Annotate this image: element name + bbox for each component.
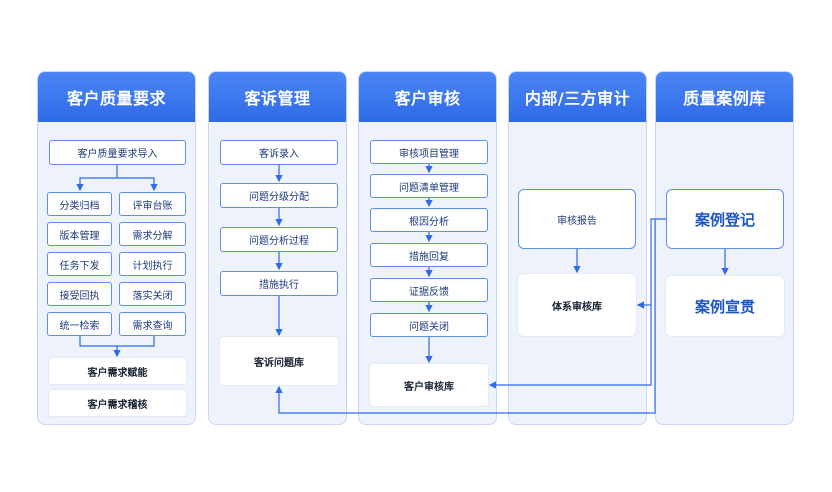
grid-item[interactable]: 统一检索 bbox=[47, 312, 112, 336]
step-box[interactable]: 根因分析 bbox=[370, 208, 488, 232]
step-box[interactable]: 客诉录入 bbox=[220, 140, 338, 165]
grid-item[interactable]: 接受回执 bbox=[47, 282, 112, 306]
case-publicize-box[interactable]: 案例宣贯 bbox=[666, 276, 784, 336]
case-register-box[interactable]: 案例登记 bbox=[666, 189, 784, 249]
audit-report-box[interactable]: 审核报告 bbox=[518, 189, 636, 249]
column-title: 客户质量要求 bbox=[38, 72, 195, 122]
grid-item[interactable]: 分类归档 bbox=[47, 192, 112, 216]
column-title: 内部/三方审计 bbox=[509, 72, 646, 122]
step-box[interactable]: 问题清单管理 bbox=[370, 174, 488, 198]
step-box[interactable]: 问题分析过程 bbox=[220, 227, 338, 252]
grid-item[interactable]: 版本管理 bbox=[47, 222, 112, 246]
column-title: 客户审核 bbox=[359, 72, 496, 122]
column-title: 质量案例库 bbox=[656, 72, 793, 122]
grid-item[interactable]: 评审台账 bbox=[119, 192, 186, 216]
grid-item[interactable]: 任务下发 bbox=[47, 252, 112, 276]
requirement-import-box[interactable]: 客户质量要求导入 bbox=[49, 140, 186, 165]
customer-audit-library[interactable]: 客户审核库 bbox=[370, 364, 488, 406]
grid-item[interactable]: 需求查询 bbox=[119, 312, 186, 336]
output-requirement-audit[interactable]: 客户需求稽核 bbox=[49, 390, 186, 416]
complaint-issue-library[interactable]: 客诉问题库 bbox=[220, 337, 338, 385]
step-box[interactable]: 问题关闭 bbox=[370, 313, 488, 337]
grid-item[interactable]: 需求分解 bbox=[119, 222, 186, 246]
step-box[interactable]: 问题分级分配 bbox=[220, 183, 338, 208]
step-box[interactable]: 审核项目管理 bbox=[370, 140, 488, 164]
column-title: 客诉管理 bbox=[209, 72, 346, 122]
step-box[interactable]: 证据反馈 bbox=[370, 278, 488, 302]
output-requirement-enablement[interactable]: 客户需求赋能 bbox=[49, 358, 186, 384]
grid-item[interactable]: 落实关闭 bbox=[119, 282, 186, 306]
system-audit-library[interactable]: 体系审核库 bbox=[518, 274, 636, 336]
step-box[interactable]: 措施回复 bbox=[370, 243, 488, 267]
step-box[interactable]: 措施执行 bbox=[220, 271, 338, 296]
grid-item[interactable]: 计划执行 bbox=[119, 252, 186, 276]
